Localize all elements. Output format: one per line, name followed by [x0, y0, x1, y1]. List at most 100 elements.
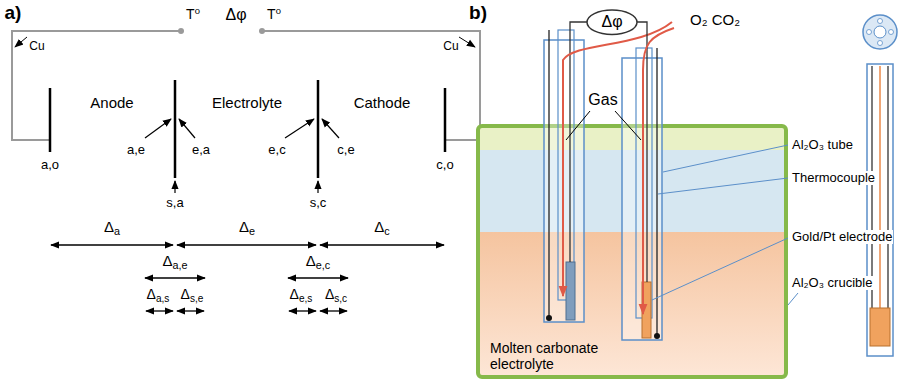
dimension-label: Δe,c — [306, 252, 330, 271]
delta-symbol: Δ — [104, 218, 114, 235]
alumina-tube — [867, 64, 893, 356]
leader-line — [663, 145, 788, 172]
delta-symbol: Δ — [374, 218, 384, 235]
leader-line — [566, 111, 590, 140]
interface-label: c,e — [337, 143, 354, 158]
potential-meter: Δφ — [586, 9, 638, 35]
interface-label: s,c — [310, 196, 327, 211]
interface-line — [174, 80, 177, 178]
dimension-label: Δa — [104, 218, 120, 237]
thermocouple-wire — [887, 66, 888, 340]
electrode — [566, 262, 575, 320]
interface-label: a,o — [41, 158, 59, 173]
subscript: a,s — [156, 292, 169, 303]
delta-symbol: Δ — [162, 252, 172, 269]
temperature-label: T⁰ — [267, 6, 281, 22]
panel-letter: b) — [469, 2, 487, 24]
leader-line — [788, 293, 798, 305]
material-label: Cu — [443, 40, 458, 54]
part-label: Gold/Pt electrode — [791, 230, 893, 245]
subscript: s,e — [190, 292, 203, 303]
dimension-arrow — [51, 244, 173, 245]
pointer-arrow — [322, 119, 339, 138]
outer-contact-line — [444, 88, 447, 152]
subscript: s,c — [334, 292, 347, 303]
thermocouple-tip — [546, 315, 552, 321]
part-label: Thermocouple — [791, 171, 876, 186]
leader-line — [615, 111, 641, 140]
terminal-dot — [178, 28, 184, 34]
pointer-arrow — [179, 119, 195, 138]
delta-symbol: Δ — [306, 252, 316, 269]
temperature-label: T⁰ — [186, 6, 200, 22]
potential-label: Δφ — [225, 6, 246, 24]
pointer-arrow — [145, 119, 171, 138]
copper-wire — [262, 31, 480, 140]
material-label: Cu — [29, 40, 44, 54]
dimension-label: Δa,e — [162, 252, 187, 271]
part-label: Al₂O₃ tube — [791, 138, 854, 153]
delta-symbol: Δ — [239, 218, 249, 235]
dimension-arrow — [288, 277, 348, 278]
dimension-arrow — [177, 244, 316, 245]
subscript: a,e — [173, 259, 188, 271]
pointer-arrow — [15, 37, 27, 47]
dimension-arrow — [145, 277, 205, 278]
region-label: Cathode — [354, 94, 411, 111]
gas-label: O₂ CO₂ — [690, 11, 740, 28]
part-label: Al₂O₃ crucible — [791, 276, 873, 291]
panel-letter: a) — [5, 2, 22, 24]
meter-ellipse — [587, 10, 637, 34]
thermocouple-wire — [548, 30, 549, 316]
pointer-arrow — [317, 181, 318, 193]
terminal-dot — [259, 28, 265, 34]
thermocouple-tip — [654, 333, 660, 339]
dimension-arrow — [320, 310, 347, 311]
interface-label: s,a — [166, 196, 183, 211]
pointer-arrow — [459, 37, 475, 47]
gas-line — [879, 66, 881, 308]
dimension-arrow — [289, 310, 316, 311]
dimension-arrow — [320, 244, 444, 245]
measurement-wire — [632, 22, 647, 282]
tube-hole — [878, 41, 883, 46]
dimension-label: Δc — [374, 218, 389, 237]
tube-top-view — [863, 15, 897, 49]
electrode — [870, 308, 890, 346]
leader-line — [658, 178, 788, 194]
delta-symbol: Δ — [181, 286, 190, 302]
subscript: c — [384, 225, 389, 237]
dimension-label: Δa,s — [147, 286, 170, 304]
delta-symbol: Δ — [325, 286, 334, 302]
delta-symbol: Δ — [290, 286, 299, 302]
thermocouple-wire — [656, 48, 657, 334]
subscript: e,s — [299, 292, 312, 303]
tube-hole — [889, 30, 894, 35]
copper-wire — [12, 31, 181, 140]
gas-tube — [558, 30, 574, 300]
leader-line — [652, 238, 788, 300]
subscript: e,c — [316, 259, 330, 271]
dimension-label: Δe — [239, 218, 255, 237]
electrolyte-label: Molten carbonate electrolyte — [490, 340, 630, 372]
interface-label: a,e — [127, 143, 145, 158]
region-label: Anode — [90, 94, 133, 111]
dimension-label: Δs,e — [181, 286, 204, 304]
dimension-label: Δe,s — [290, 286, 313, 304]
subscript: a — [114, 225, 120, 237]
dimension-arrow — [146, 310, 173, 311]
subscript: e — [249, 225, 255, 237]
outer-contact-line — [49, 88, 52, 152]
measurement-wire — [570, 22, 592, 262]
tube-hole — [867, 30, 872, 35]
dimension-arrow — [177, 310, 204, 311]
pointer-arrow — [174, 181, 175, 193]
pointer-arrow — [285, 119, 314, 138]
delta-symbol: Δ — [147, 286, 156, 302]
thermocouple-wire — [871, 66, 872, 340]
interface-label: c,o — [436, 158, 453, 173]
interface-line — [317, 80, 320, 178]
